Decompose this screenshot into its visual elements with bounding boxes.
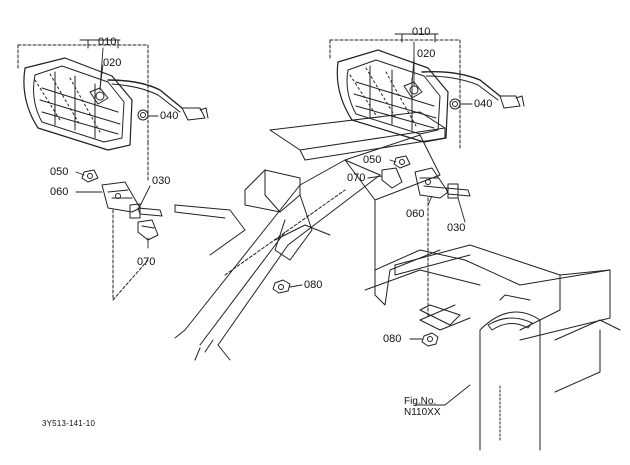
- right-label-060: 060: [406, 208, 425, 220]
- right-label-030: 030: [447, 222, 466, 234]
- left-label-070: 070: [137, 256, 156, 268]
- right-label-040: 040: [474, 98, 493, 110]
- label-080-right: 080: [383, 333, 402, 345]
- left-label-030: 030: [152, 175, 171, 187]
- right-label-070: 070: [347, 172, 366, 184]
- left-label-040: 040: [160, 110, 179, 122]
- right-label-050: 050: [363, 154, 382, 166]
- frame: [174, 111, 621, 451]
- left-label-050: 050: [50, 166, 69, 178]
- right-label-010: 010: [412, 26, 431, 38]
- left-lamp-assembly: [17, 39, 209, 301]
- fig-no-value: N110XX: [404, 407, 441, 418]
- left-label-060: 060: [50, 186, 69, 198]
- drawing-code: 3Y513-141-10: [42, 419, 96, 428]
- left-label-020: 020: [103, 57, 122, 69]
- label-080-left: 080: [304, 279, 323, 291]
- leader-lines: [75, 41, 473, 406]
- fig-no-label: Fig.No.: [404, 396, 437, 407]
- right-label-020: 020: [417, 48, 436, 60]
- nut-080-right: [421, 332, 439, 347]
- left-label-010: 010: [98, 36, 117, 48]
- nut-080-left: [272, 279, 291, 294]
